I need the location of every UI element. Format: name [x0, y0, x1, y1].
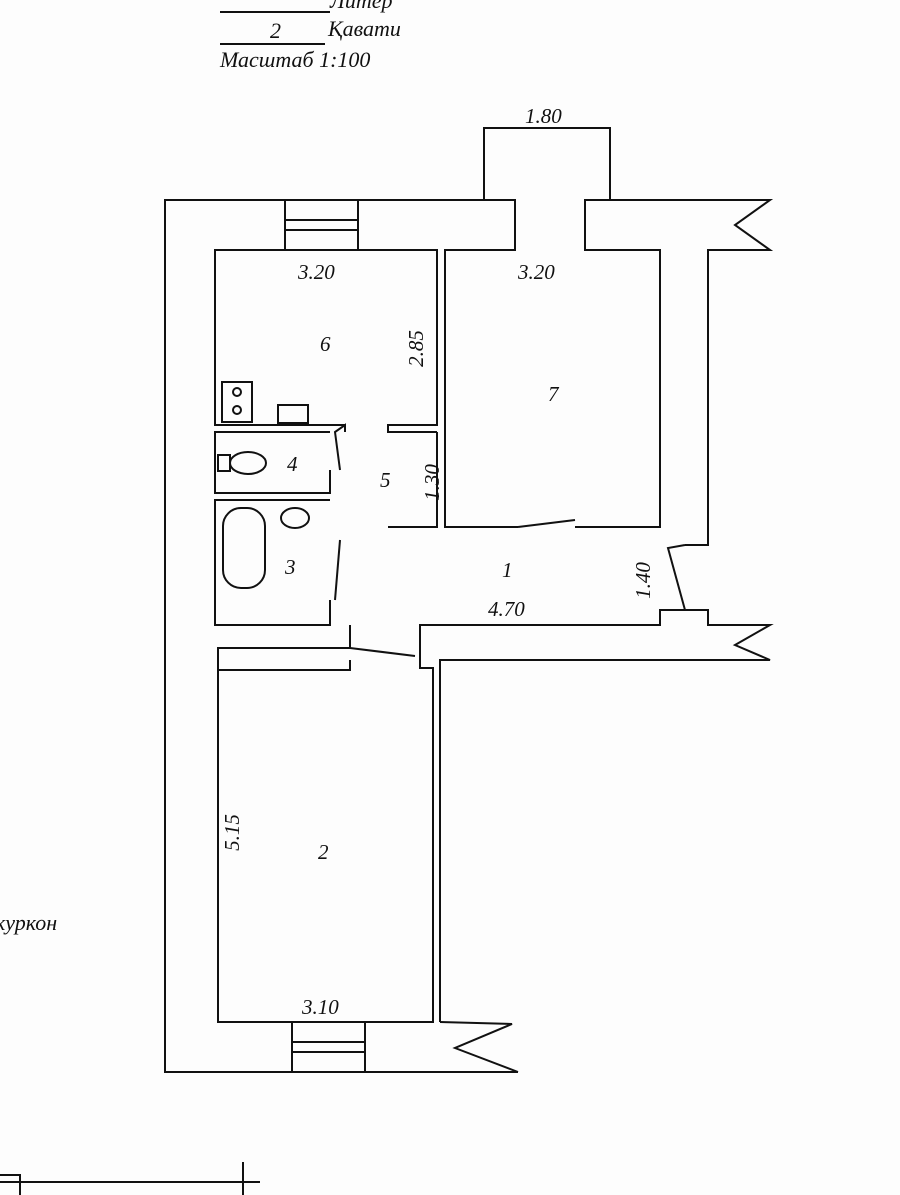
room-7-width: 3.20 — [518, 260, 555, 284]
room-2-width: 3.10 — [302, 995, 339, 1019]
room-2-depth: 5.15 — [219, 814, 244, 851]
room-6-number: 6 — [320, 332, 331, 356]
door-2 — [349, 625, 416, 657]
washbasin-icon — [280, 507, 310, 529]
stove-icon — [221, 381, 253, 423]
door-3 — [334, 539, 341, 601]
toilet-icon — [229, 451, 267, 475]
bathtub-icon — [222, 507, 266, 589]
door-4 — [333, 423, 346, 471]
side-note: куркон — [0, 910, 58, 935]
window-bottom — [291, 1021, 366, 1073]
outer-wall-right — [584, 199, 774, 546]
room-6-wall — [214, 249, 438, 433]
room-1-width: 4.70 — [488, 597, 525, 621]
balcony — [483, 127, 611, 200]
room-1-depth: 1.40 — [630, 562, 655, 599]
room-5-number: 5 — [380, 468, 391, 492]
room-7-wall — [575, 228, 661, 528]
scale-label: Масштаб 1:100 — [220, 47, 371, 72]
room-5-wall — [388, 432, 438, 528]
floor-value: 2 — [270, 18, 281, 43]
room-6-width: 3.20 — [298, 260, 335, 284]
room-7-number: 7 — [548, 382, 559, 406]
corridor-wall-right — [439, 544, 774, 1022]
room-3-number: 3 — [285, 555, 296, 579]
room-2-wall — [217, 660, 434, 1023]
door-7 — [517, 519, 576, 528]
room-6-depth: 2.85 — [403, 330, 428, 367]
room-3-wall — [214, 499, 331, 626]
liter-label: Литер — [330, 0, 393, 13]
room-2-number: 2 — [318, 840, 329, 864]
balcony-width: 1.80 — [525, 104, 562, 128]
break-line-bottom — [439, 1021, 519, 1073]
window-top — [284, 199, 359, 251]
floor-label: Қавати — [328, 16, 401, 41]
room-4-number: 4 — [287, 452, 298, 476]
room-4-wall — [214, 431, 331, 494]
room-7-left-wall — [444, 228, 518, 528]
room-2-top-wall — [217, 647, 351, 671]
room-1-number: 1 — [502, 558, 513, 582]
sink-icon — [277, 404, 309, 424]
outer-wall — [164, 199, 518, 1073]
room-5-depth: 1.30 — [419, 464, 444, 501]
corridor-wall — [419, 609, 685, 660]
